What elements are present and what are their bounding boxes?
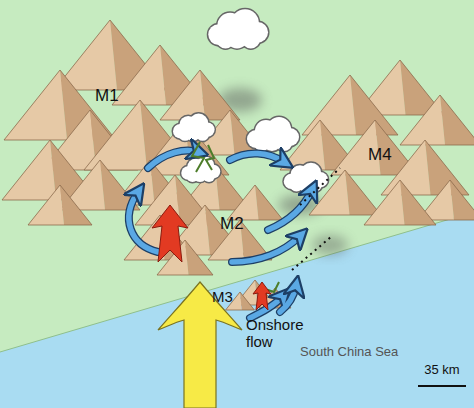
mountain-label: M2	[220, 214, 244, 234]
scale-bar	[418, 385, 466, 387]
sea-label: South China Sea	[300, 345, 398, 360]
circulation-arrows	[129, 151, 312, 318]
onshore-flow-arrow	[158, 282, 242, 408]
mountain-label: M4	[368, 145, 392, 165]
clouds	[173, 9, 328, 191]
sea	[0, 212, 474, 408]
mountain-label: M1	[95, 86, 119, 106]
mountains	[2, 20, 474, 310]
updraft-arrows	[152, 205, 271, 310]
lightning	[192, 142, 279, 300]
mountain-label: M3	[212, 288, 233, 305]
dotted-lines	[292, 168, 340, 270]
coastline	[0, 212, 474, 352]
scale-label: 35 km	[424, 363, 459, 378]
